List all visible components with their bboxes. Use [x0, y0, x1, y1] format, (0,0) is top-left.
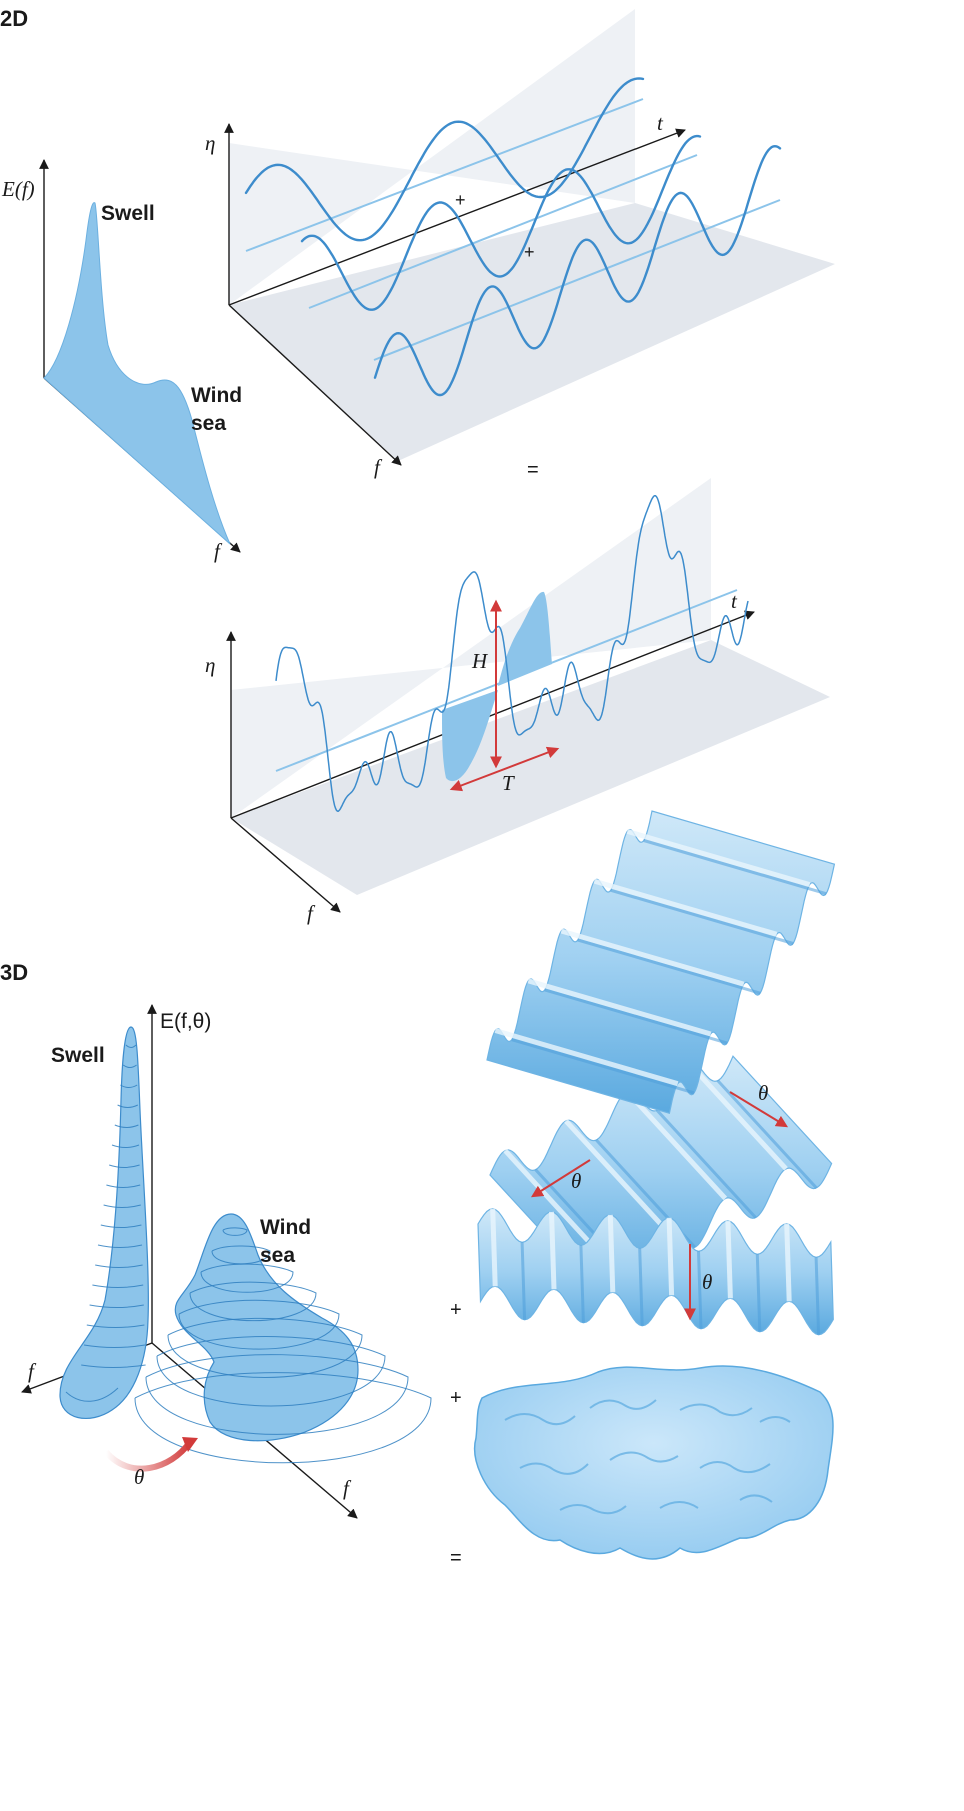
direction-theta-3: θ	[702, 1270, 712, 1294]
period-label: T	[502, 771, 515, 795]
components-eta-label: η	[205, 131, 215, 155]
rotation-arrow-head	[182, 1437, 198, 1452]
spectrum-frequency-label: f	[214, 539, 223, 563]
back-plane	[229, 9, 635, 305]
spectrum3d-right-f-label: f	[343, 1476, 352, 1500]
wave-sheet-1	[486, 810, 836, 1114]
spectrum3d-theta-label: θ	[134, 1465, 144, 1489]
plus-sign-3d-2: +	[450, 1387, 462, 1409]
spectrum3d-sea-label: sea	[260, 1244, 295, 1267]
sum-diagram: H T η t f	[205, 478, 830, 925]
spectrum3d-left-f-label: f	[28, 1359, 37, 1383]
swell-contours	[65, 1044, 146, 1402]
spectrum-curve	[43, 202, 231, 545]
spectrum3d-energy-label: E(f,θ)	[160, 1010, 211, 1033]
wave-sheets: θ θ θ + + =	[450, 810, 836, 1569]
wind-sea-peak	[174, 1213, 359, 1442]
sea-surface-ripples	[504, 1399, 791, 1515]
component-baseline-1	[245, 98, 644, 252]
sea-surface-sheet	[474, 1365, 834, 1560]
spectrum-sea-label: sea	[191, 412, 226, 435]
period-arrow	[449, 746, 560, 792]
component-wave-3	[373, 144, 782, 397]
sum-back-plane	[231, 478, 711, 818]
spectrum-energy-label: E(f)	[1, 177, 35, 201]
wind-sea-contours	[134, 1227, 432, 1464]
equals-sign-3d: =	[450, 1547, 462, 1569]
direction-arrow-2	[530, 1159, 591, 1198]
crest-fill	[498, 591, 552, 686]
sum-eta-label: η	[205, 653, 215, 677]
components-frequency-label: f	[374, 455, 383, 479]
component-wave-1	[244, 77, 645, 242]
spectrum3d-wind-label: Wind	[260, 1216, 311, 1239]
frequency-axis	[228, 304, 402, 466]
height-label: H	[471, 649, 489, 673]
component-baseline-2	[308, 154, 698, 309]
spectrum3d-swell-label: Swell	[51, 1044, 105, 1067]
wave-sheet-3	[477, 1208, 834, 1336]
plus-sign-3d-1: +	[450, 1299, 462, 1321]
direction-theta-1: θ	[758, 1081, 768, 1105]
sum-wave	[275, 495, 749, 812]
equals-sign: =	[527, 459, 539, 481]
component-wave-2	[300, 134, 702, 311]
spectrum-wind-label: Wind	[191, 384, 242, 407]
heading-2d: 2D	[0, 6, 28, 31]
component-baseline-3	[373, 199, 781, 361]
floor-plane	[229, 203, 835, 461]
spectrum-swell-label: Swell	[101, 202, 155, 225]
sum-time-label: t	[731, 589, 738, 613]
sum-frequency-label: f	[307, 901, 316, 925]
plus-sign-1: +	[455, 190, 466, 210]
rotation-arrow	[103, 1440, 193, 1472]
spectrum-2d: E(f) f Swell Wind sea	[1, 159, 242, 563]
components-diagram: η t f + + =	[205, 9, 835, 481]
heading-3d: 3D	[0, 960, 28, 985]
spectrum-3d: E(f,θ) Swell Wind sea f f θ	[21, 1004, 432, 1519]
components-time-label: t	[657, 111, 664, 135]
direction-theta-2: θ	[571, 1169, 581, 1193]
wave-sheet-2	[489, 1055, 833, 1284]
plus-sign-2: +	[524, 242, 535, 262]
swell-peak	[59, 1026, 149, 1419]
sum-frequency-axis	[230, 817, 341, 913]
direction-arrow-1	[729, 1091, 789, 1128]
